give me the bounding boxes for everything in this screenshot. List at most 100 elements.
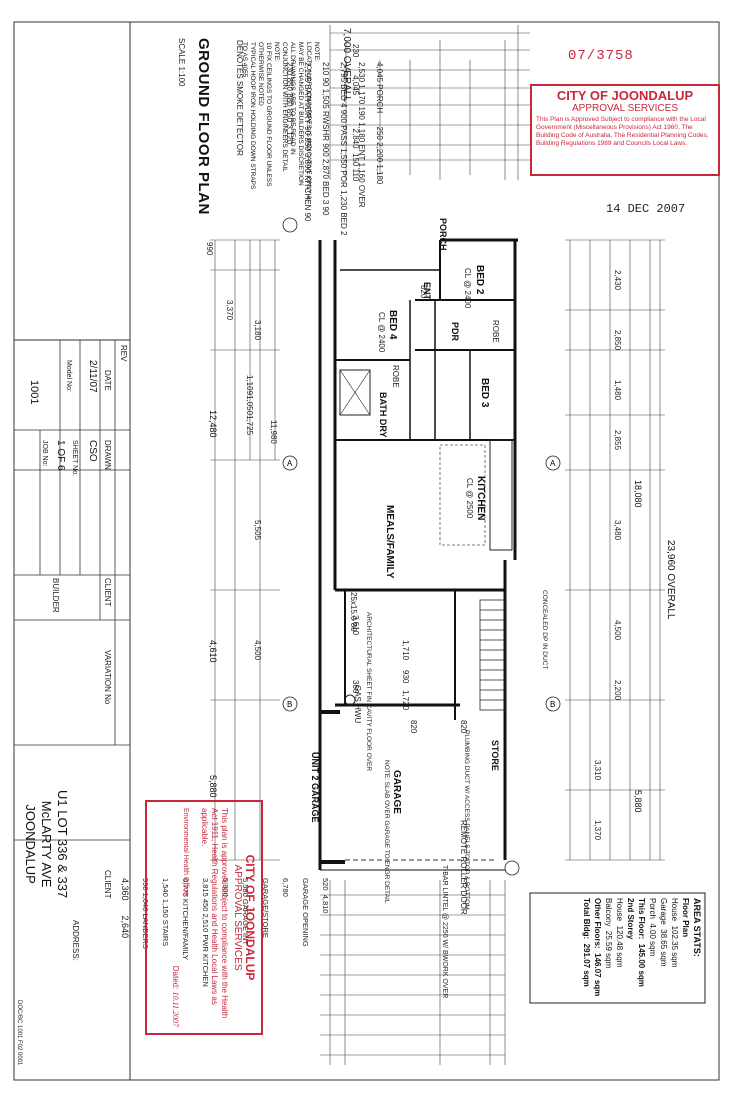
shower	[339, 369, 371, 416]
approval-bottom-subtitle: APPROVAL SERVICES	[232, 864, 243, 971]
dim-right-5: 3,480	[613, 520, 622, 541]
room-kitchen-cl: CL @ 2500	[465, 478, 474, 519]
tb-drawn-label: DRAWN	[103, 440, 112, 470]
dim-left-1: 3,370	[225, 300, 234, 321]
room-bed3: BED 3	[479, 378, 490, 408]
room-meals-family: MEALS/FAMILY	[384, 505, 395, 579]
dim-left-11: 5,880	[208, 775, 218, 798]
bottom-dimension-lines	[320, 880, 506, 1065]
kitchen-bench	[489, 439, 513, 551]
room-dim-820a: 820	[409, 720, 418, 734]
room-dim-1710: 1,710	[401, 640, 410, 661]
tb-sheet-label: SHEET No.	[71, 440, 78, 477]
approval-bottom-title: CITY OF JOONDALUP	[243, 854, 257, 981]
room-kitchen: KITCHEN	[475, 476, 486, 521]
dim-left-0: 990	[205, 242, 214, 256]
approval-stamp-top: CITY OF JOONDALUP APPROVAL SERVICES This…	[530, 84, 720, 176]
dim-left-9: 4,610	[208, 640, 218, 663]
reference-number: 07/3758	[568, 48, 634, 64]
dim-left-6: 1,050	[245, 395, 254, 416]
left-dimension-lines	[210, 239, 280, 861]
tb-address-label: ADDRESS:	[71, 920, 80, 961]
approval-top-body: This Plan is Approved Subject to complia…	[536, 116, 709, 147]
dim-left-3: 12,480	[208, 410, 218, 438]
tb-date-value: 2/11/07	[87, 360, 98, 393]
approval-bottom-officer: Environmental Health Officer	[182, 808, 189, 898]
tb-client-label2: CLIENT	[103, 870, 112, 899]
dim-right-7: 2,200	[613, 680, 622, 701]
dim-left-2: 3,180	[253, 320, 262, 341]
dim-right-10: 1,370	[593, 820, 602, 841]
room-pdr: PDR	[450, 322, 460, 342]
room-dim-3610: 3,610	[351, 615, 360, 636]
tb-rev-label: REV	[119, 345, 128, 362]
room-concealed-dp: CONCEALED DP IN DUCT	[541, 590, 548, 670]
building-walls	[318, 238, 518, 871]
tb-address: U1 LOT 336 & 337 McLARTY AVE JOONDALUP	[23, 790, 70, 899]
top-dimension-lines	[329, 25, 530, 180]
dim-left-4: 11,980	[269, 420, 278, 444]
room-bed2-cl: CL @ 2400	[463, 268, 472, 309]
room-garage: GARAGE	[391, 770, 402, 814]
title-block-grid	[14, 340, 130, 841]
kitchen-island	[439, 444, 486, 546]
dim-right-1: 2,430	[613, 270, 622, 291]
dim-right-9: 5,880	[633, 790, 643, 813]
right-dimension-lines	[565, 239, 665, 861]
room-bath-dry: BATH DRY	[378, 392, 388, 438]
tb-model-label: Model No:	[65, 360, 72, 392]
dim-right-4: 2,855	[613, 430, 622, 451]
stairs	[479, 599, 506, 711]
dim-left-10: 4,500	[253, 640, 262, 661]
room-bed2: BED 2	[474, 265, 485, 295]
approval-stamp-bottom: CITY OF JOONDALUP APPROVAL SERVICES This…	[145, 800, 263, 1035]
approval-bottom-body: This plan is approved subject to complia…	[200, 808, 229, 1019]
room-dim-1720: 1,720	[401, 690, 410, 711]
room-dim-930: 930	[401, 670, 410, 684]
dim-right-6: 4,500	[613, 620, 622, 641]
area-stats: AREA STATS: Floor Plan House 102.35 sqm …	[582, 898, 702, 997]
tb-client-label: CLIENT	[103, 578, 112, 607]
approval-date: 14 DEC 2007	[606, 202, 686, 216]
area-stats-box	[529, 892, 706, 1004]
drawing-title: GROUND FLOOR PLAN	[195, 38, 212, 215]
tb-sheet-value: 1 OF 6	[55, 440, 66, 471]
grid-b-left: B	[287, 700, 292, 709]
approval-top-title: CITY OF JOONDALUP	[556, 88, 694, 103]
tb-job-value: 1001	[28, 380, 40, 405]
dim-overall-length: 23,960 OVERALL	[665, 540, 676, 620]
tb-doc-ref: DOC/BC 1001 F02 0001	[16, 1000, 22, 1066]
dim-top-detail: 4,045 PORCH 250 2,200 1,180 2,530 1,170 …	[285, 62, 384, 236]
tb-job-label: JOB No:	[41, 440, 48, 467]
approval-top-subtitle: APPROVAL SERVICES	[572, 103, 678, 114]
tb-variation-label: VARIATION No	[103, 650, 112, 705]
tb-drawn-value: CSO	[87, 440, 98, 462]
room-plumbing-duct: PLUMBING DUCT W/ ACCESS PANELS TO TOP & …	[463, 730, 470, 910]
dim-left-8: 5,505	[253, 520, 262, 541]
dim-right-2: 2,850	[613, 330, 622, 351]
tb-builder-label: BUILDER	[51, 578, 60, 613]
dim-right-8: 3,310	[593, 760, 602, 781]
room-dim-360: 360	[351, 680, 360, 694]
dim-left-7: 1,725	[245, 415, 254, 436]
room-robe2: ROBE	[391, 365, 400, 388]
room-lintel: T-BAR LINTEL @ 2250 W/ BWORK OVER	[441, 865, 448, 999]
drawing-scale: SCALE 1:100	[177, 38, 186, 87]
room-porch: PORCH	[438, 218, 448, 251]
dim-left-5: 1,109	[245, 375, 254, 396]
approval-bottom-dated: Dated: 10.11.2007	[171, 965, 180, 1027]
room-store: STORE	[490, 740, 500, 771]
grid-a-right: A	[550, 459, 556, 468]
dim-right-18080: 18,080	[633, 480, 643, 508]
grid-markers	[282, 217, 561, 876]
room-bed4: BED 4	[387, 310, 398, 340]
room-bed4-cl: CL @ 2400	[377, 312, 386, 353]
tb-date-label: DATE	[103, 370, 112, 391]
gas-hwu-symbol	[344, 694, 356, 706]
room-dim-820b: 820	[459, 720, 468, 734]
room-unit2-garage: UNIT 2 GARAGE	[310, 752, 320, 823]
grid-a-left: A	[287, 459, 293, 468]
room-dim-820c: 820	[419, 285, 428, 299]
